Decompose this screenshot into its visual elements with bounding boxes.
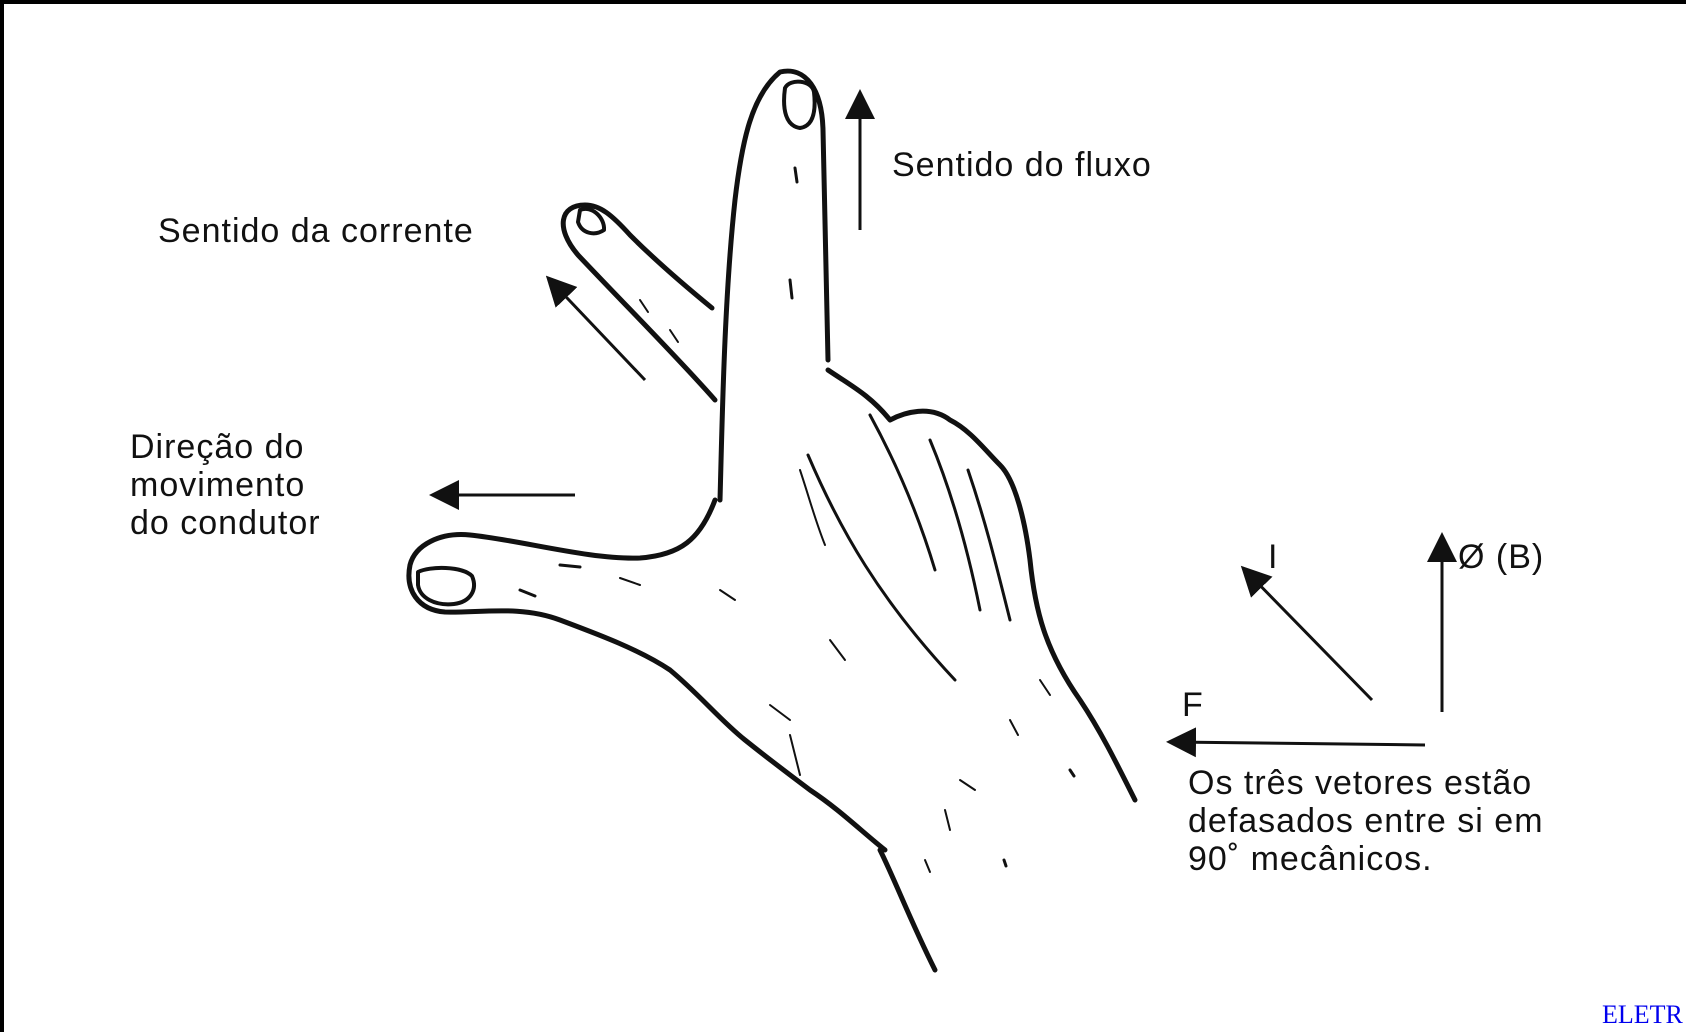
vector-f-label: F	[1182, 686, 1204, 724]
current-label: Sentido da corrente	[158, 212, 474, 250]
vector-i-label: I	[1268, 538, 1279, 576]
knuckles-outline	[825, 367, 1138, 803]
middle-finger-nail	[782, 79, 817, 130]
wrist-outline	[877, 847, 938, 973]
current-arrow	[545, 275, 647, 382]
index-finger-outline	[560, 202, 718, 403]
vector-b-label: Ø (B)	[1458, 538, 1545, 576]
thumb-nail	[416, 565, 476, 607]
movement-label-line-2: movimento	[130, 466, 306, 504]
direction-arrows	[429, 89, 875, 510]
index-finger-nail	[576, 206, 606, 236]
footer-link[interactable]: ELETR	[1602, 1000, 1683, 1029]
vectors-note-line-3: 90˚ mecânicos.	[1188, 840, 1433, 878]
movement-label-line-3: do condutor	[130, 504, 321, 542]
vectors-note-line-1: Os três vetores estão	[1188, 764, 1533, 802]
hand-illustration	[406, 68, 1138, 973]
hand-shading	[518, 166, 1076, 873]
vector-i-arrow	[1240, 565, 1374, 702]
vector-diagram	[1166, 532, 1457, 758]
vector-f-arrow	[1166, 727, 1426, 758]
movement-label-line-1: Direção do	[130, 428, 305, 466]
flux-label: Sentido do fluxo	[892, 146, 1152, 184]
movement-label: Direção do movimento do condutor	[130, 428, 321, 542]
vectors-note: Os três vetores estão defasados entre si…	[1188, 764, 1544, 878]
thumb-outline	[406, 497, 888, 853]
vectors-note-line-2: defasados entre si em	[1188, 802, 1544, 840]
middle-finger-outline	[717, 68, 831, 503]
